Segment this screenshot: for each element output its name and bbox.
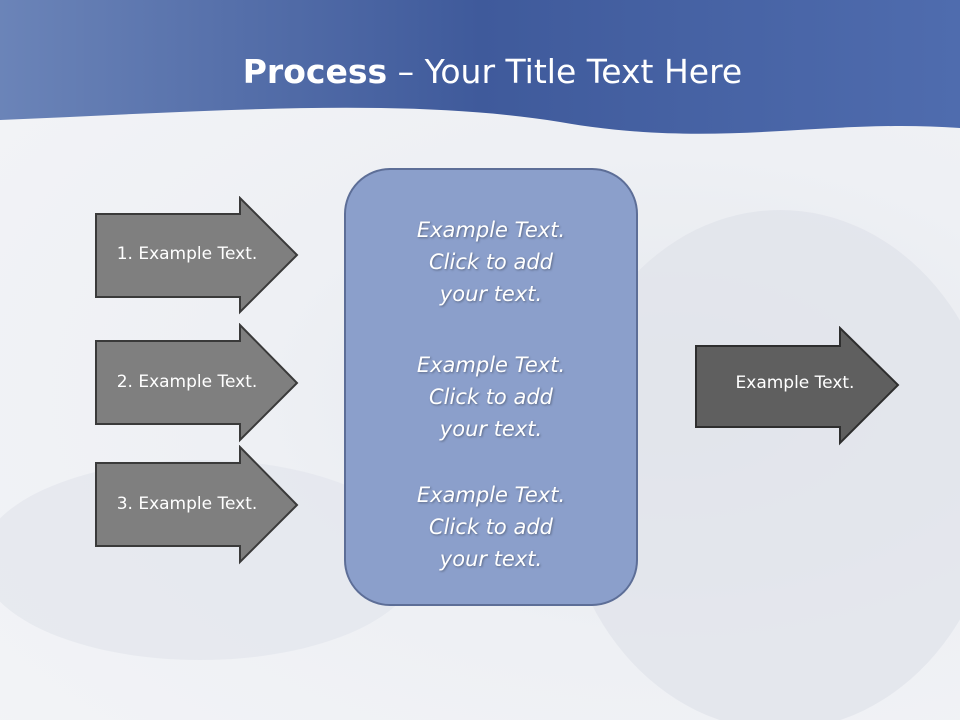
left-arrow-label-2[interactable]: 2. Example Text.: [116, 372, 258, 392]
left-arrow-label-1[interactable]: 1. Example Text.: [116, 244, 258, 264]
center-text-block-2[interactable]: Example Text. Click to add your text.: [416, 353, 566, 441]
center-text-block-1[interactable]: Example Text. Click to add your text.: [416, 218, 566, 306]
center-text-box[interactable]: Example Text. Click to add your text. Ex…: [344, 168, 638, 606]
center-text-block-3[interactable]: Example Text. Click to add your text.: [416, 483, 566, 571]
right-arrow-shape: [695, 326, 900, 446]
arrow-shape-1: [95, 196, 299, 315]
arrow-shape-2: [95, 323, 299, 443]
arrow-shape-3: [95, 445, 299, 565]
slide-title: Process – Your Title Text Here: [242, 52, 743, 91]
left-arrow-label-3[interactable]: 3. Example Text.: [116, 494, 258, 514]
header-band: [0, 0, 960, 134]
right-arrow-label[interactable]: Example Text.: [735, 373, 855, 393]
